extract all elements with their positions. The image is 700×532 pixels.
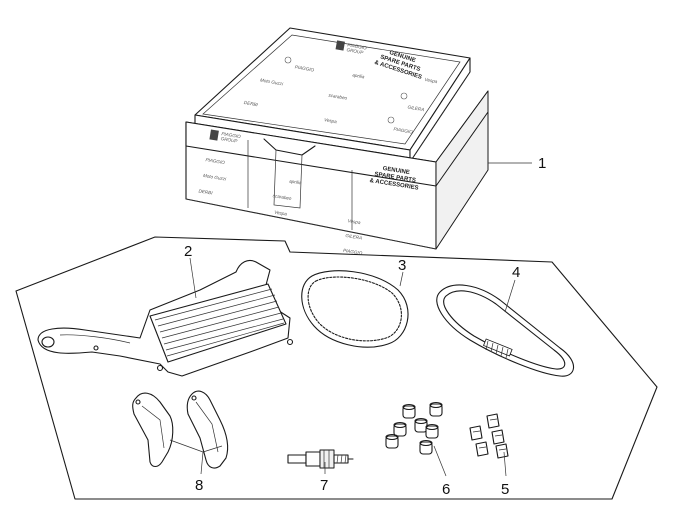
front-brand-6: Vespa [274,210,288,217]
lid-brand-8: Vespa [324,117,338,124]
lid-brand-4: Moto Guzzi [260,77,285,86]
slider [469,425,483,441]
air-filter-pleats [154,288,285,357]
belt-alt-marking [483,338,513,359]
lid-brand-9: PIAGGIO [393,126,413,134]
spark-plug-hex [319,449,335,469]
lid-dotted-edge [409,71,471,163]
front-group-logo-line-2: GROUP [220,136,238,144]
leader-2 [189,257,197,299]
leader-4 [504,279,516,313]
front-brand-7: Vespa [347,218,361,225]
spark-plug-insulator [305,451,321,467]
roller [429,401,443,417]
brake-pad-pin-hole-1 [135,399,141,405]
roller [385,433,399,449]
belt-alt-outer [436,284,575,377]
air-filter-screw-3 [93,345,99,351]
front-brand-5: scarabeo [272,193,292,201]
front-brand-1: PIAGGIO [205,157,225,165]
lid-logo-roundel-3 [387,116,395,124]
belt-alt [436,284,575,377]
front-brand-8: GILERA [345,233,362,241]
lid-group-logo-line-2: GROUP [346,47,364,55]
leader-8 [200,451,204,475]
front-group-logo-mark [209,129,219,141]
callout-3: 3 [398,257,406,274]
lid-group-logo-mark [335,40,345,51]
leader-3 [399,271,404,287]
front-brand-4: aprilia [289,179,302,186]
drive-belt-outer [301,270,409,348]
callout-1: 1 [538,155,546,172]
slider [491,429,505,445]
spark-plug [287,449,354,469]
kit-outline [15,236,658,500]
box-bottom-edge [185,198,437,250]
roller [414,417,428,433]
roller-set [385,401,443,455]
box-cover-band-right [435,90,489,187]
slider [475,441,489,457]
lid-brand-3: Vespa [424,77,438,84]
callouts: 1 2 3 4 5 6 7 8 [184,155,546,498]
lid-brand-7: DERBI [243,100,258,107]
lid-brand-2: aprilia [352,72,365,79]
front-brand-2: Moto Guzzi [203,173,228,182]
brake-pads [132,390,229,469]
callout-6: 6 [442,481,450,498]
box-lid-inner-border [202,34,461,145]
callout-4: 4 [512,264,520,281]
lid-group-logo-line-1: PIAGGIO [347,42,367,50]
brake-pad-left-friction [141,405,165,449]
air-filter-hole [41,336,55,348]
lid-logo-roundel-1 [284,56,292,64]
spark-plug-terminal [287,454,307,464]
air-filter [37,259,294,377]
lid-brand-1: PIAGGIO [294,64,314,72]
front-label-line-1: GENUINE [382,166,410,176]
front-group-logo-line-1: PIAGGIO [221,131,241,139]
lid-brand-6: GILERA [407,104,424,112]
slider-set [469,413,509,459]
brake-pad-pin-hole-2 [191,395,197,401]
roller [425,423,439,439]
leader-5 [503,451,507,477]
box-front-notch [263,138,316,156]
front-brand-9: PIAGGIO [343,248,363,256]
leader-6 [433,445,447,477]
callout-5: 5 [501,481,509,498]
roller [419,439,433,455]
air-filter-rib [59,334,131,344]
front-brand-3: DERBI [198,188,213,195]
leader-lines [169,162,532,477]
box-front-panel [273,149,303,209]
roller [393,421,407,437]
air-filter-screw [156,364,164,372]
callout-2: 2 [184,243,192,260]
callout-8: 8 [195,477,203,494]
roller [402,403,416,419]
brake-pad-right-friction [195,401,219,453]
leader-8-branch-left [169,439,204,453]
slider [486,413,500,429]
brake-pad-left [132,392,174,468]
belt-alt-inner [443,290,566,370]
lid-logo-roundel-2 [400,92,408,100]
slider [495,443,509,459]
callout-7: 7 [320,477,328,494]
brake-pad-right [186,390,229,469]
parts-box: GENUINE SPARE PARTS & ACCESSORIES PIAGGI… [185,27,489,256]
drive-belt [301,270,409,348]
leader-8-branch-right [202,445,223,453]
lid-brand-5: scarabeo [328,93,348,101]
air-filter-screw-2 [286,338,294,346]
drive-belt-teeth [307,276,402,342]
